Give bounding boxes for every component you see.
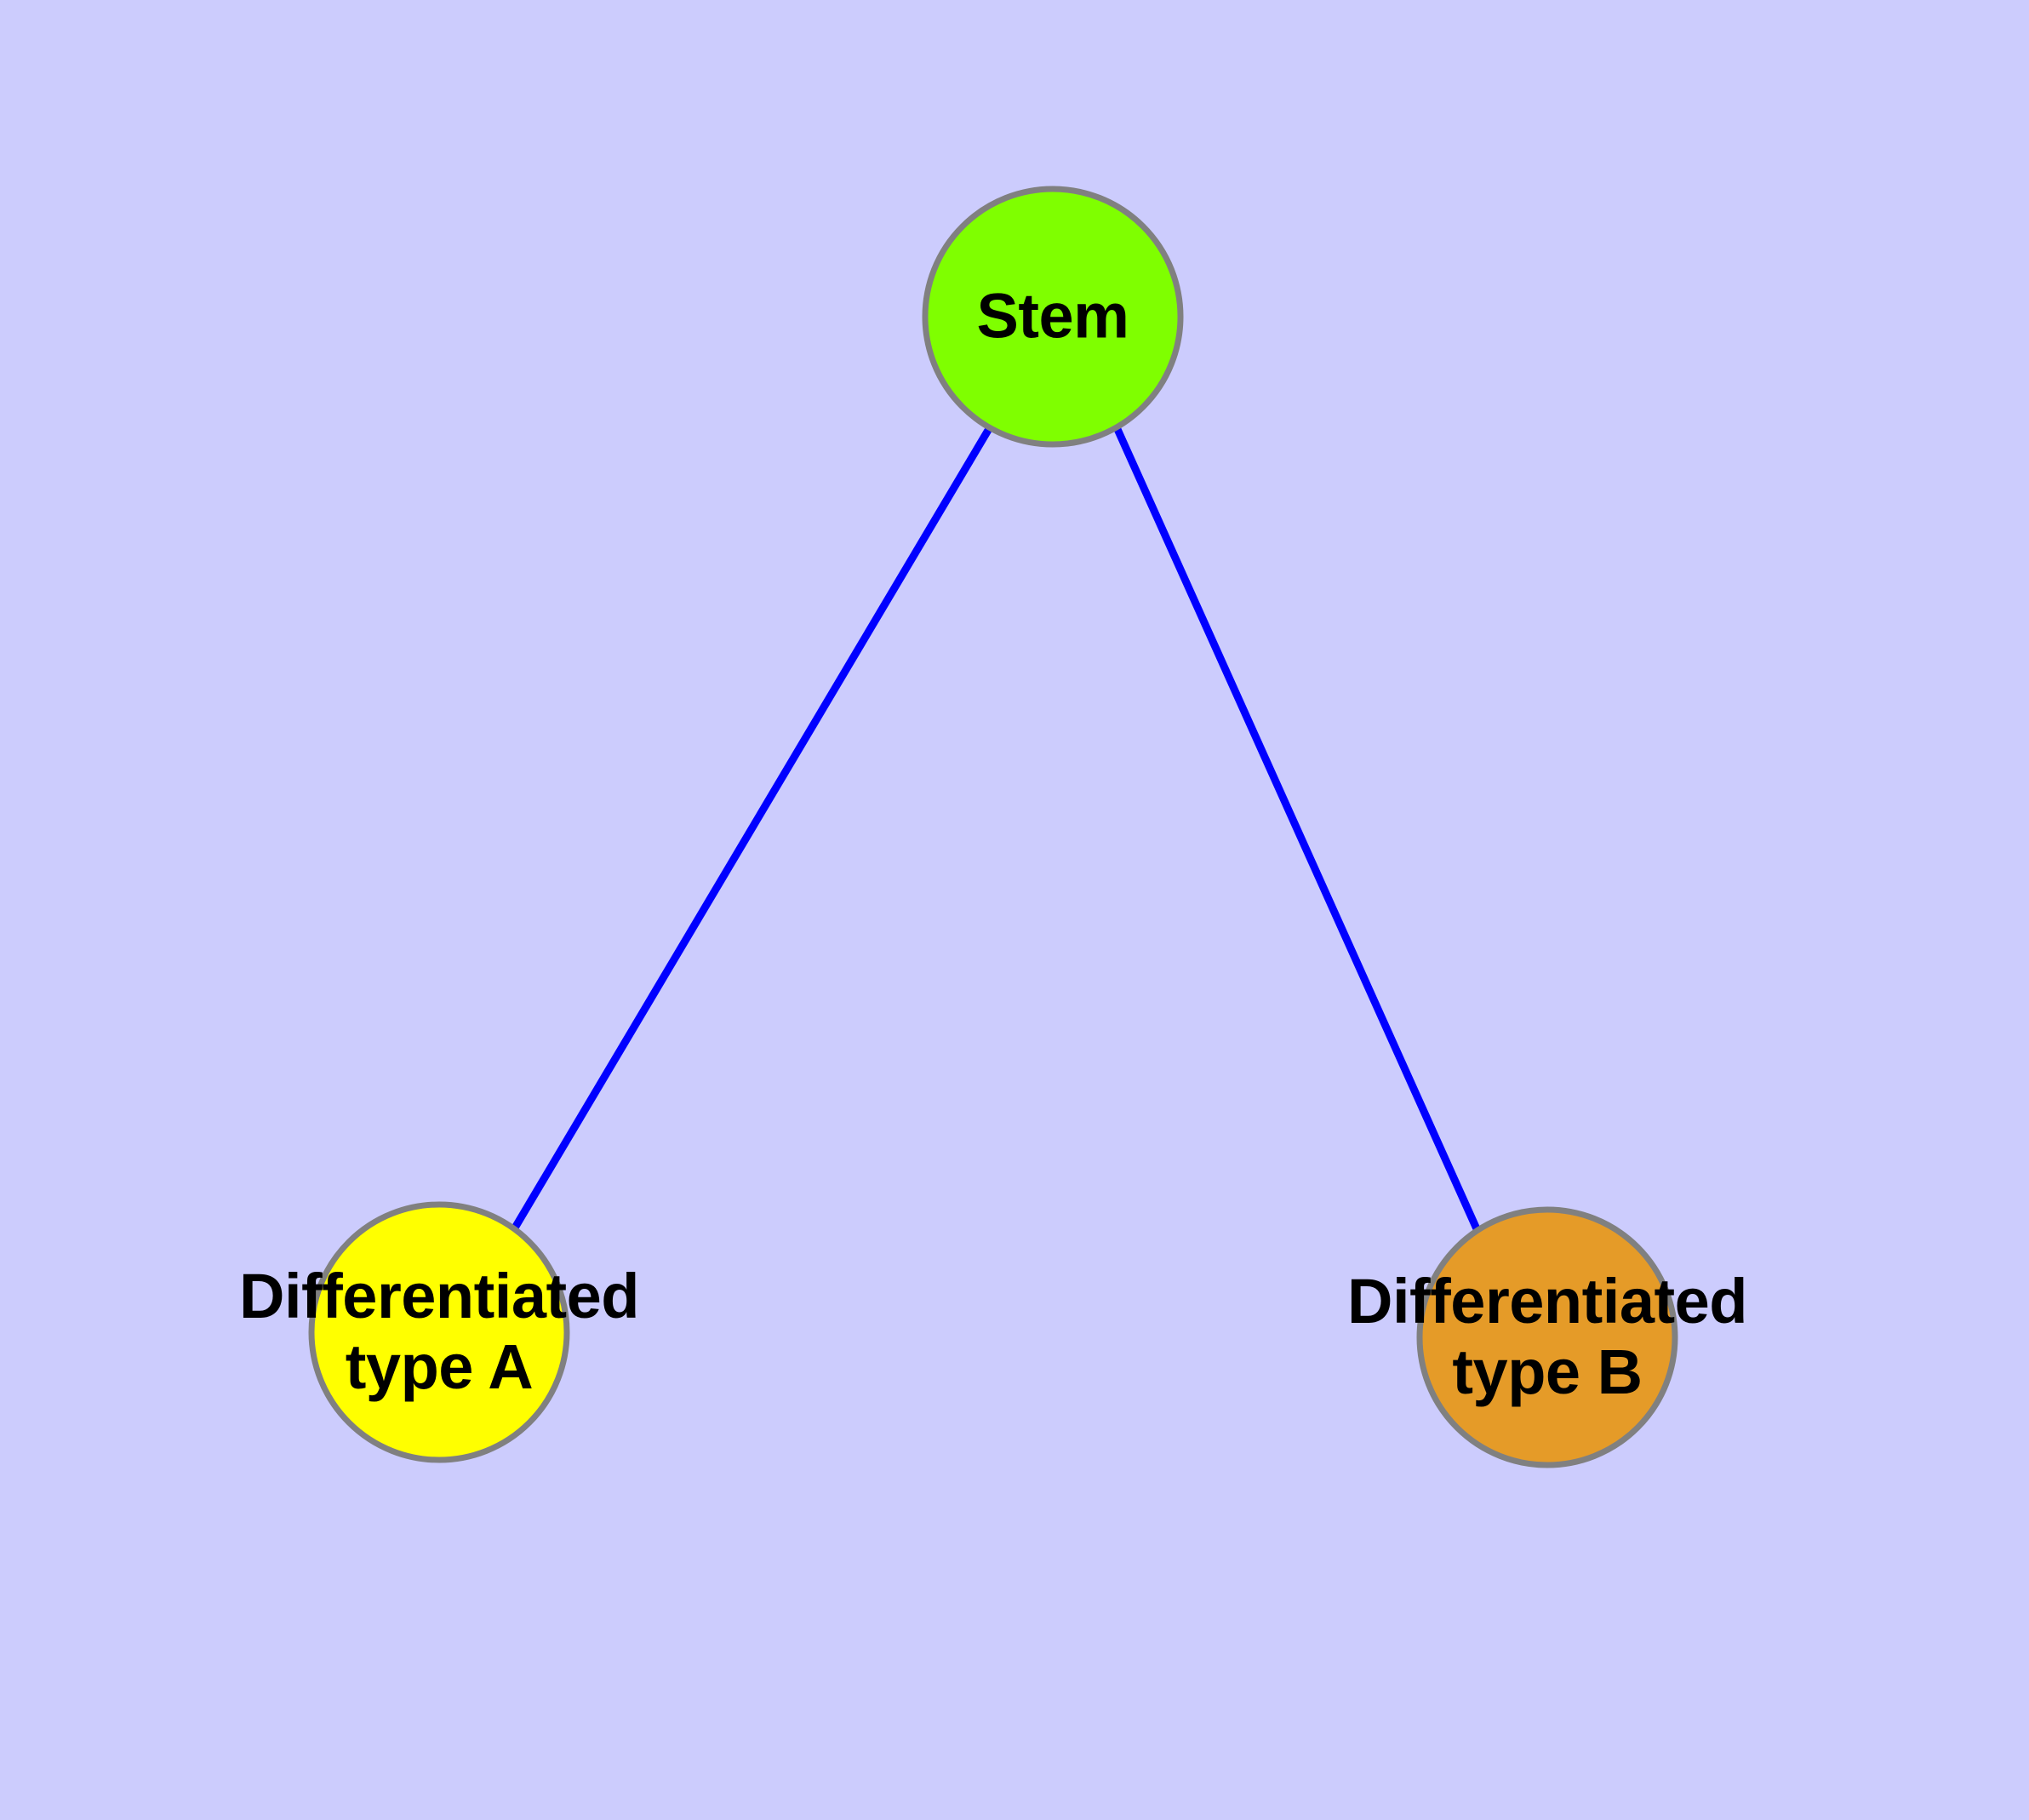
edge-stem-to-differentiated-type-a[interactable] [511, 425, 993, 1232]
node-layer [308, 186, 1678, 1468]
node-circle-differentiated-type-b[interactable] [1416, 1206, 1678, 1468]
node-circle-stem[interactable] [922, 186, 1184, 448]
edge-layer [511, 425, 1483, 1234]
node-circle-differentiated-type-a[interactable] [308, 1201, 570, 1463]
edge-stem-to-differentiated-type-b[interactable] [1112, 426, 1483, 1234]
